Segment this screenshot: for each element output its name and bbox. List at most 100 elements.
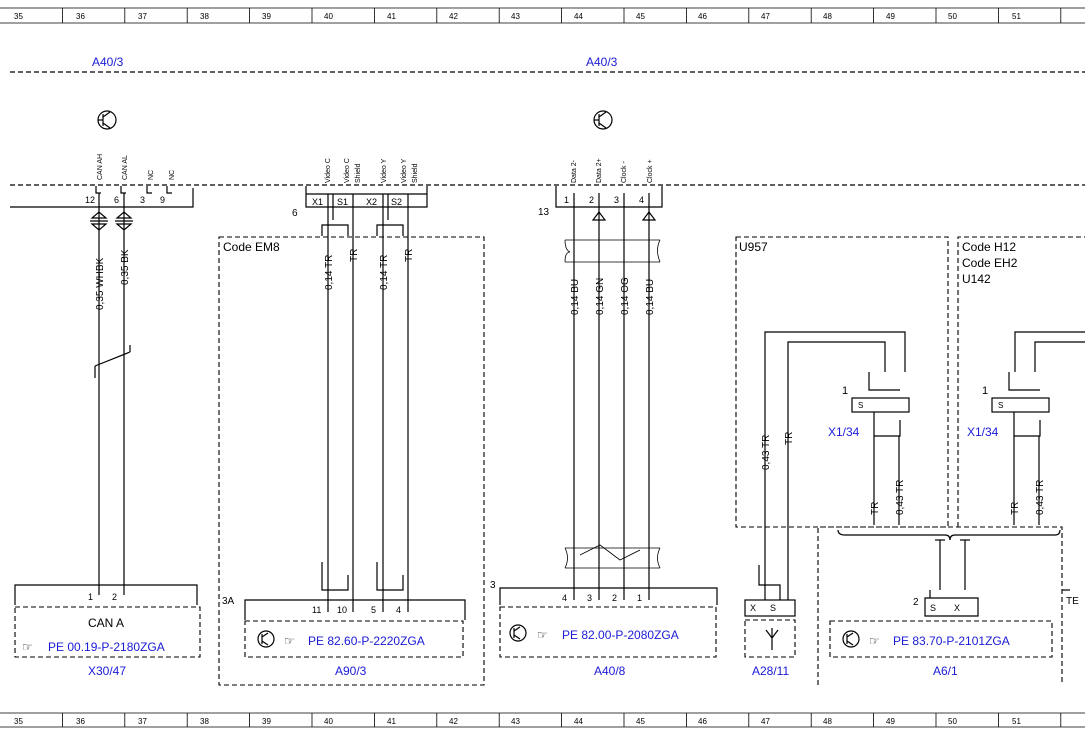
wire-label-video-3: 0,14 TR <box>379 255 390 290</box>
splice-label-x1-34-a[interactable]: X1/34 <box>828 425 860 439</box>
grid-col-37: 37 <box>138 12 147 21</box>
wire-label-video-1: 0,14 TR <box>324 255 335 290</box>
grid-col-36: 36 <box>76 12 85 21</box>
grid-col-46-bottom: 46 <box>698 717 707 726</box>
grid-col-51-bottom: 51 <box>1012 717 1021 726</box>
video-signal-5: Video Y <box>401 158 408 183</box>
video-connector: 6 X1 S1 X2 S2 Video C Video C Shield Vid… <box>292 158 428 219</box>
can-wires: 0,35 WHBK 0,35 BK <box>90 193 133 595</box>
u142-wires: S 1 X1/34 TR 0,43 TR <box>967 331 1085 525</box>
grid-col-48: 48 <box>823 12 832 21</box>
bottom-ruler: 35 36 37 38 39 40 41 42 43 44 45 46 47 4… <box>0 712 1085 728</box>
u142-label-1: Code H12 <box>962 240 1016 254</box>
grid-col-45: 45 <box>636 12 645 21</box>
a6-1-pin-s: S <box>930 603 936 613</box>
grid-col-49: 49 <box>886 12 895 21</box>
wire-label-data-3: 0,14 OG <box>620 277 631 315</box>
code-em8-label: Code EM8 <box>223 240 280 254</box>
video-signal-1: Video C <box>325 158 332 183</box>
can-connector: 12 6 3 9 CAN AH CAN AL NC NC <box>10 154 194 208</box>
grid-col-47: 47 <box>761 12 770 21</box>
data-signal-4: Clock + <box>647 159 654 183</box>
a6-1-ref[interactable]: PE 83.70-P-2101ZGA <box>893 634 1010 648</box>
x30-47-id[interactable]: X30/47 <box>88 664 126 678</box>
grid-col-46: 46 <box>698 12 707 21</box>
a40-8-pin-4: 4 <box>562 593 567 603</box>
a90-3-ref[interactable]: PE 82.60-P-2220ZGA <box>308 634 425 648</box>
video-pin-x1: X1 <box>312 197 323 207</box>
a28-11-id[interactable]: A28/11 <box>752 664 789 678</box>
data-pin-2: 2 <box>589 195 594 205</box>
a28-11-pin-x: X <box>750 603 756 613</box>
top-ruler: 35 36 37 38 39 40 41 42 43 44 45 46 47 4… <box>0 7 1085 24</box>
grid-col-40: 40 <box>324 12 333 21</box>
video-pin-x2: X2 <box>366 197 377 207</box>
wire-label-u142-lower-1: TR <box>1010 502 1021 515</box>
pointing-hand-icon[interactable]: ☞ <box>284 634 295 648</box>
wire-label-u957-2: TR <box>784 432 795 445</box>
grid-col-41: 41 <box>387 12 396 21</box>
grid-col-51: 51 <box>1012 12 1021 21</box>
data-signal-1: Data 2- <box>571 159 578 183</box>
splice2-pin-s: S <box>998 401 1003 410</box>
a6-1-edge-text: TE <box>1066 596 1079 607</box>
a6-1-outer-box <box>817 526 1063 685</box>
can-pin-3: 3 <box>140 195 145 205</box>
pointing-hand-icon[interactable]: ☞ <box>22 640 33 654</box>
grid-col-42-bottom: 42 <box>449 717 458 726</box>
a40-8-pin-1: 1 <box>637 593 642 603</box>
wire-label-data-4: 0,14 BU <box>645 279 656 315</box>
grid-col-49-bottom: 49 <box>886 717 895 726</box>
can-signal-nc2: NC <box>169 170 176 180</box>
data-wires: 0,14 BU 0,14 GN 0,14 OG 0,14 BU <box>564 193 661 600</box>
x30-47-ref[interactable]: PE 00.19-P-2180ZGA <box>48 640 165 654</box>
pointing-hand-icon[interactable]: ☞ <box>869 634 880 648</box>
splice-label-x1-34-b[interactable]: X1/34 <box>967 425 999 439</box>
data-signal-3: Clock - <box>621 161 628 183</box>
video-signal-6: Shield <box>412 163 419 183</box>
u142-label-2: Code EH2 <box>962 256 1018 270</box>
data-pin-3: 3 <box>614 195 619 205</box>
grid-col-44: 44 <box>574 12 583 21</box>
u142-label-3: U142 <box>962 272 991 286</box>
a40-8-ref[interactable]: PE 82.00-P-2080ZGA <box>562 628 679 642</box>
splice1-pin-s: S <box>858 401 863 410</box>
merge-brace <box>837 529 1061 541</box>
transistor-icon <box>593 110 613 130</box>
grid-col-43: 43 <box>511 12 520 21</box>
video-wires: 0,14 TR TR 0,14 TR TR <box>321 194 415 612</box>
grid-col-35: 35 <box>14 12 23 21</box>
wire-label-data-2: 0,14 GN <box>595 278 606 315</box>
a90-3-id[interactable]: A90/3 <box>335 664 367 678</box>
can-signal-al: CAN AL <box>122 155 129 180</box>
grid-col-47-bottom: 47 <box>761 717 770 726</box>
wire-label-u142-lower-2: 0,43 TR <box>1035 480 1046 515</box>
wire-label-can-al: 0,35 BK <box>120 249 131 285</box>
wire-label-u957-lower-2: 0,43 TR <box>895 480 906 515</box>
unit-label-left[interactable]: A40/3 <box>92 55 124 69</box>
u957-box <box>735 236 949 528</box>
transistor-icon <box>97 110 117 130</box>
grid-col-50: 50 <box>948 12 957 21</box>
can-pin-9: 9 <box>160 195 165 205</box>
video-pin-s2: S2 <box>391 197 402 207</box>
a6-1-id[interactable]: A6/1 <box>933 664 958 678</box>
pointing-hand-icon[interactable]: ☞ <box>537 628 548 642</box>
x30-47-title: CAN A <box>88 616 124 630</box>
unit-label-right[interactable]: A40/3 <box>586 55 618 69</box>
a6-1-component: 2 S X ☞ PE 83.70-P-2101ZGA A6/1 TE <box>829 589 1079 678</box>
video-signal-3: Shield <box>355 163 362 183</box>
x30-47-pin-2: 2 <box>112 592 117 602</box>
a40-8-id[interactable]: A40/8 <box>594 664 626 678</box>
code-em8-box <box>218 236 485 686</box>
video-signal-2: Video C <box>344 158 351 183</box>
a90-3-pin-11: 11 <box>312 605 321 615</box>
u142-box <box>957 236 1085 527</box>
transistor-icon <box>257 630 275 648</box>
splice2-number: 1 <box>982 385 988 397</box>
data-connector: 13 1 2 3 4 Data 2- Data 2+ Clock - Clock… <box>538 158 663 218</box>
wire-label-video-2: TR <box>349 249 360 262</box>
x30-47-component: 1 2 CAN A ☞ PE 00.19-P-2180ZGA X30/47 <box>14 584 201 678</box>
grid-col-44-bottom: 44 <box>574 717 583 726</box>
